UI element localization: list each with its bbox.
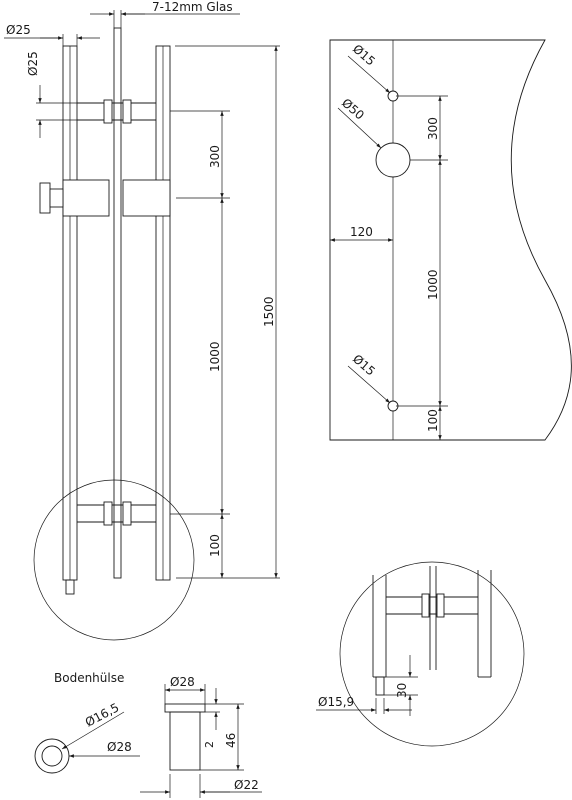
- handle-side-view: 7-12mm Glas Ø25 Ø25 300 1000 100 1500: [4, 0, 280, 641]
- knob-stem: [49, 188, 64, 208]
- knob-cap: [39, 182, 51, 214]
- dim-100-right: 100: [426, 409, 440, 432]
- dia-50-label: Ø50: [339, 96, 367, 123]
- top-spacer-right: [122, 99, 132, 124]
- dia-28-top-label: Ø28: [170, 675, 195, 689]
- dia-15-9-label: Ø15,9: [318, 695, 354, 709]
- sleeve-inner-ring: [41, 745, 63, 767]
- bottom-spacer-left: [103, 501, 113, 526]
- bottom-spacer-right: [122, 501, 132, 526]
- dim-30: 30: [395, 683, 409, 698]
- detail-circle-right: [339, 561, 525, 747]
- glass-outline: [329, 39, 572, 441]
- detail-pin: [375, 676, 385, 696]
- dim-1500: 1500: [262, 296, 276, 327]
- dia-25-side-label: Ø25: [26, 51, 40, 76]
- floor-sleeve-section: Bodenhülse Ø16,5 Ø28 Ø28 2 46 Ø22: [34, 671, 262, 798]
- lock-block-right: [122, 179, 171, 217]
- dia-22-label: Ø22: [234, 778, 259, 792]
- dim-2: 2: [203, 741, 216, 748]
- dim-1000-left: 1000: [208, 341, 222, 372]
- dim-46: 46: [224, 733, 238, 748]
- top-spacer-left: [103, 99, 113, 124]
- dia-15-top-label: Ø15: [350, 42, 378, 69]
- dia-25-top-label: Ø25: [6, 23, 31, 37]
- dim-300-right: 300: [426, 117, 440, 140]
- dim-100-left: 100: [208, 534, 222, 557]
- dim-1000-right: 1000: [426, 269, 440, 300]
- dim-300-left: 300: [208, 145, 222, 168]
- sleeve-flange: [164, 703, 206, 713]
- sleeve-outer-ring: [34, 738, 70, 774]
- left-bar-pin: [65, 579, 75, 595]
- hole-50: [375, 142, 411, 178]
- sleeve-body: [169, 711, 201, 771]
- lock-block-left: [62, 179, 110, 217]
- bodenhulse-title: Bodenhülse: [54, 671, 124, 685]
- glass-drilling-view: Ø15 Ø50 Ø15 300 1000 100 120: [329, 39, 572, 441]
- glass-pane: [113, 27, 122, 579]
- dia-15-bottom-label: Ø15: [350, 352, 378, 379]
- dim-120: 120: [350, 225, 373, 239]
- detail-view-right: 30 Ø15,9: [316, 561, 525, 747]
- glass-thickness-label: 7-12mm Glas: [152, 0, 233, 14]
- dia-28-ring-label: Ø28: [107, 740, 132, 754]
- detail-circle-left: [33, 479, 195, 641]
